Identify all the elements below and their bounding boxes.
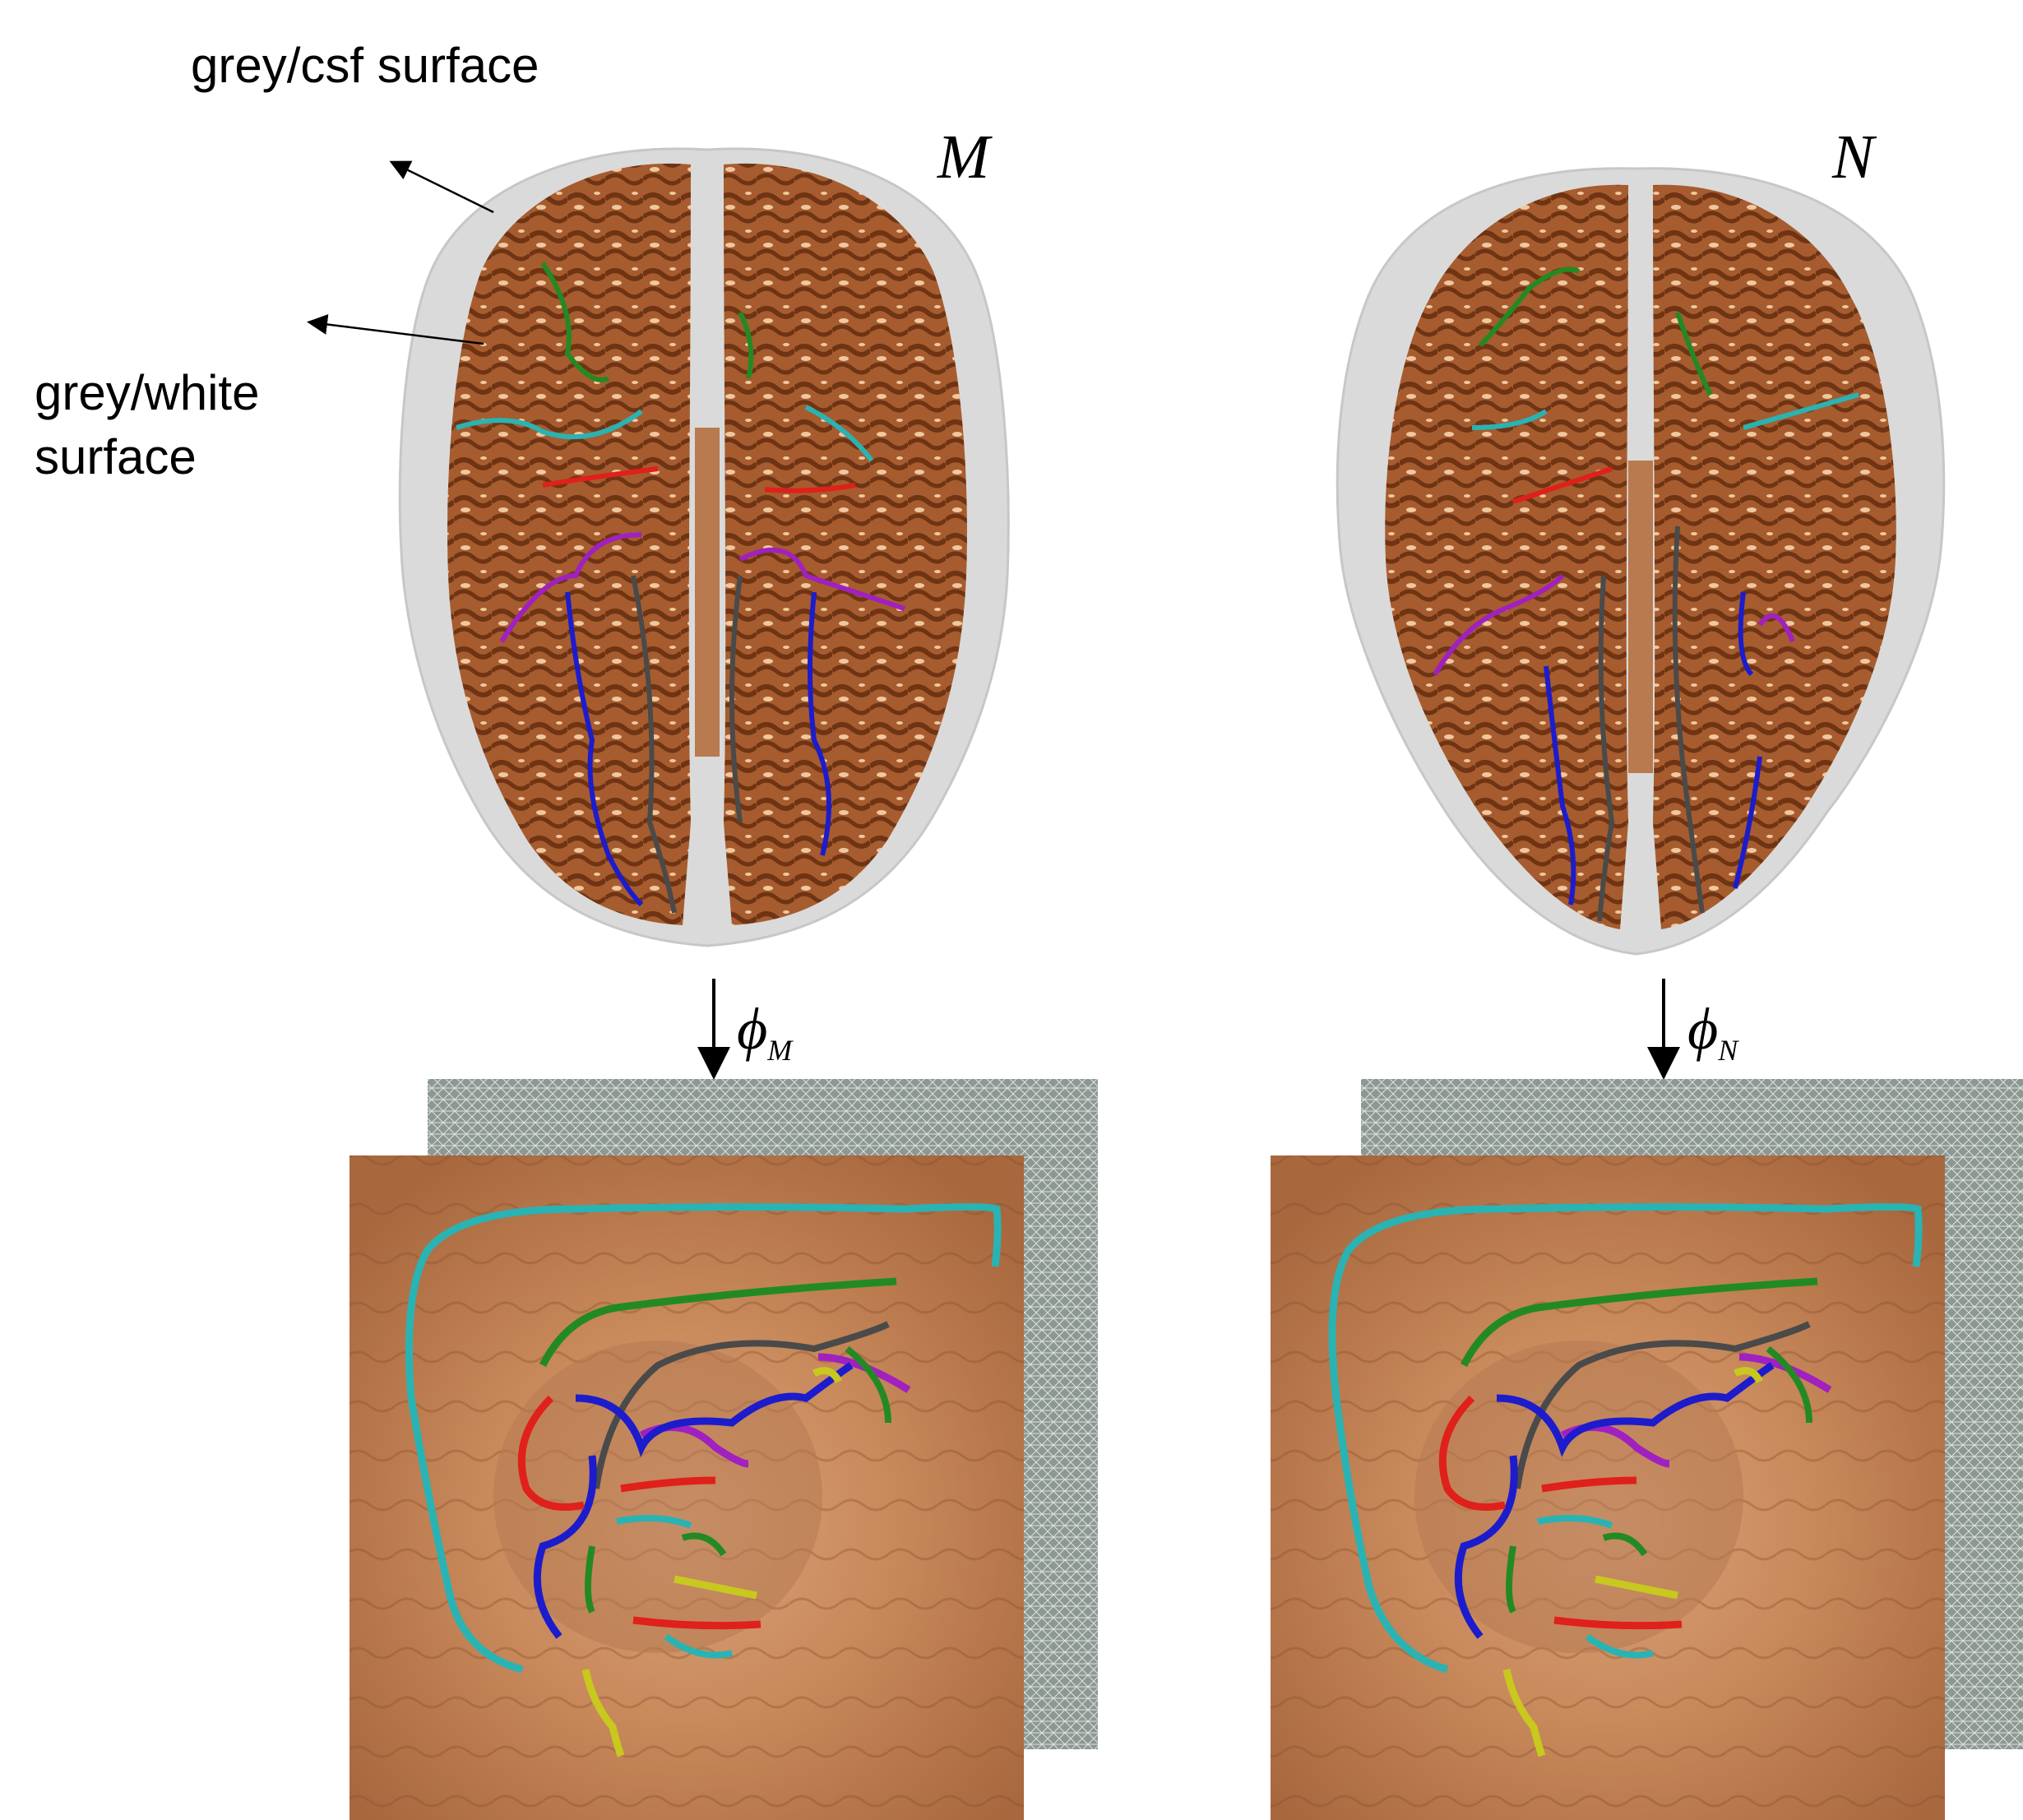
flat-map-m	[350, 1079, 1098, 1820]
brain-n-midline	[1628, 461, 1653, 773]
brain-m	[400, 149, 1008, 946]
brain-n	[1337, 169, 1944, 954]
grey-csf-arrow	[393, 163, 493, 212]
flat-map-n	[1271, 1079, 2023, 1820]
brain-m-midline	[695, 428, 720, 757]
